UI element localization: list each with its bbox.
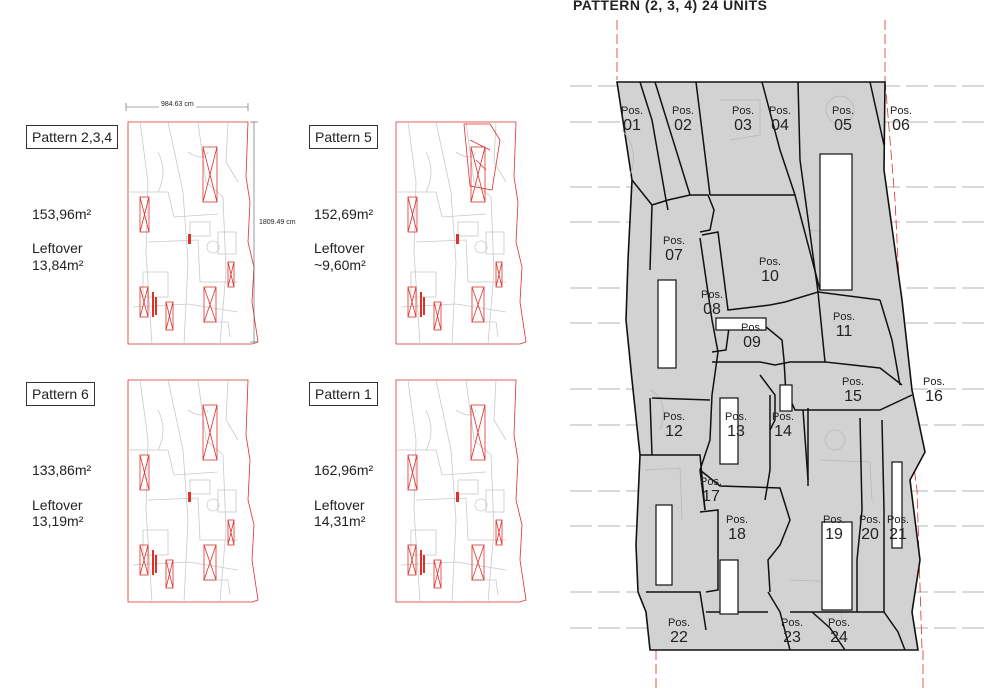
position-label: Pos. 23 [780, 617, 803, 646]
pattern-area: 152,69m² [314, 206, 374, 222]
position-label: Pos. 19 [822, 514, 845, 543]
position-label: Pos. 22 [667, 617, 690, 646]
position-label: Pos. 10 [758, 256, 781, 285]
leftover-label: Leftover [32, 240, 83, 256]
leftover-label: Leftover [314, 497, 365, 513]
position-label: Pos. 18 [725, 514, 748, 543]
pattern-area: 153,96m² [32, 206, 92, 222]
position-label: Pos. 03 [731, 105, 754, 134]
leftover-label: Leftover [314, 240, 365, 256]
leftover-value: 14,31m² [314, 513, 366, 529]
red-guides [616, 20, 924, 690]
position-label: Pos. 14 [771, 411, 794, 440]
position-label: Pos. 04 [768, 105, 791, 134]
height-dimension: 1809.49 cm [259, 219, 296, 226]
position-label: Pos. 05 [831, 105, 854, 134]
leftover-value: 13,19m² [32, 513, 84, 529]
diagram-title: PATTERN (2, 3, 4) 24 UNITS [573, 0, 768, 13]
partition-lines [631, 81, 913, 651]
position-label: Pos. 06 [889, 105, 912, 134]
pattern-area: 133,86m² [32, 462, 92, 478]
position-label: Pos. 16 [922, 376, 945, 405]
position-label: Pos. 07 [662, 235, 685, 264]
leftover-value: 13,84m² [32, 257, 84, 273]
width-dimension: 984.63 cm [159, 101, 196, 108]
void-shapes [655, 153, 903, 615]
position-label: Pos. 11 [832, 311, 855, 340]
position-label: Pos. 20 [858, 514, 881, 543]
leftover-label: Leftover [32, 497, 83, 513]
position-label: Pos. 21 [886, 514, 909, 543]
position-label: Pos. 01 [620, 105, 643, 134]
position-label: Pos. 08 [700, 289, 723, 318]
leftover-value: ~9,60m² [314, 257, 366, 273]
pattern-label: Pattern 1 [309, 382, 378, 406]
position-label: Pos. 24 [827, 617, 850, 646]
pattern-area: 162,96m² [314, 462, 374, 478]
pattern-label: Pattern 6 [26, 382, 95, 406]
position-label: Pos. 12 [662, 411, 685, 440]
position-label: Pos. 13 [724, 411, 747, 440]
position-label: Pos. 02 [671, 105, 694, 134]
pattern-label: Pattern 2,3,4 [26, 125, 119, 149]
position-label: Pos. 15 [841, 376, 864, 405]
pattern-label: Pattern 5 [309, 125, 378, 149]
position-label: Pos. 17 [699, 476, 722, 505]
position-label: Pos. 09 [740, 322, 763, 351]
